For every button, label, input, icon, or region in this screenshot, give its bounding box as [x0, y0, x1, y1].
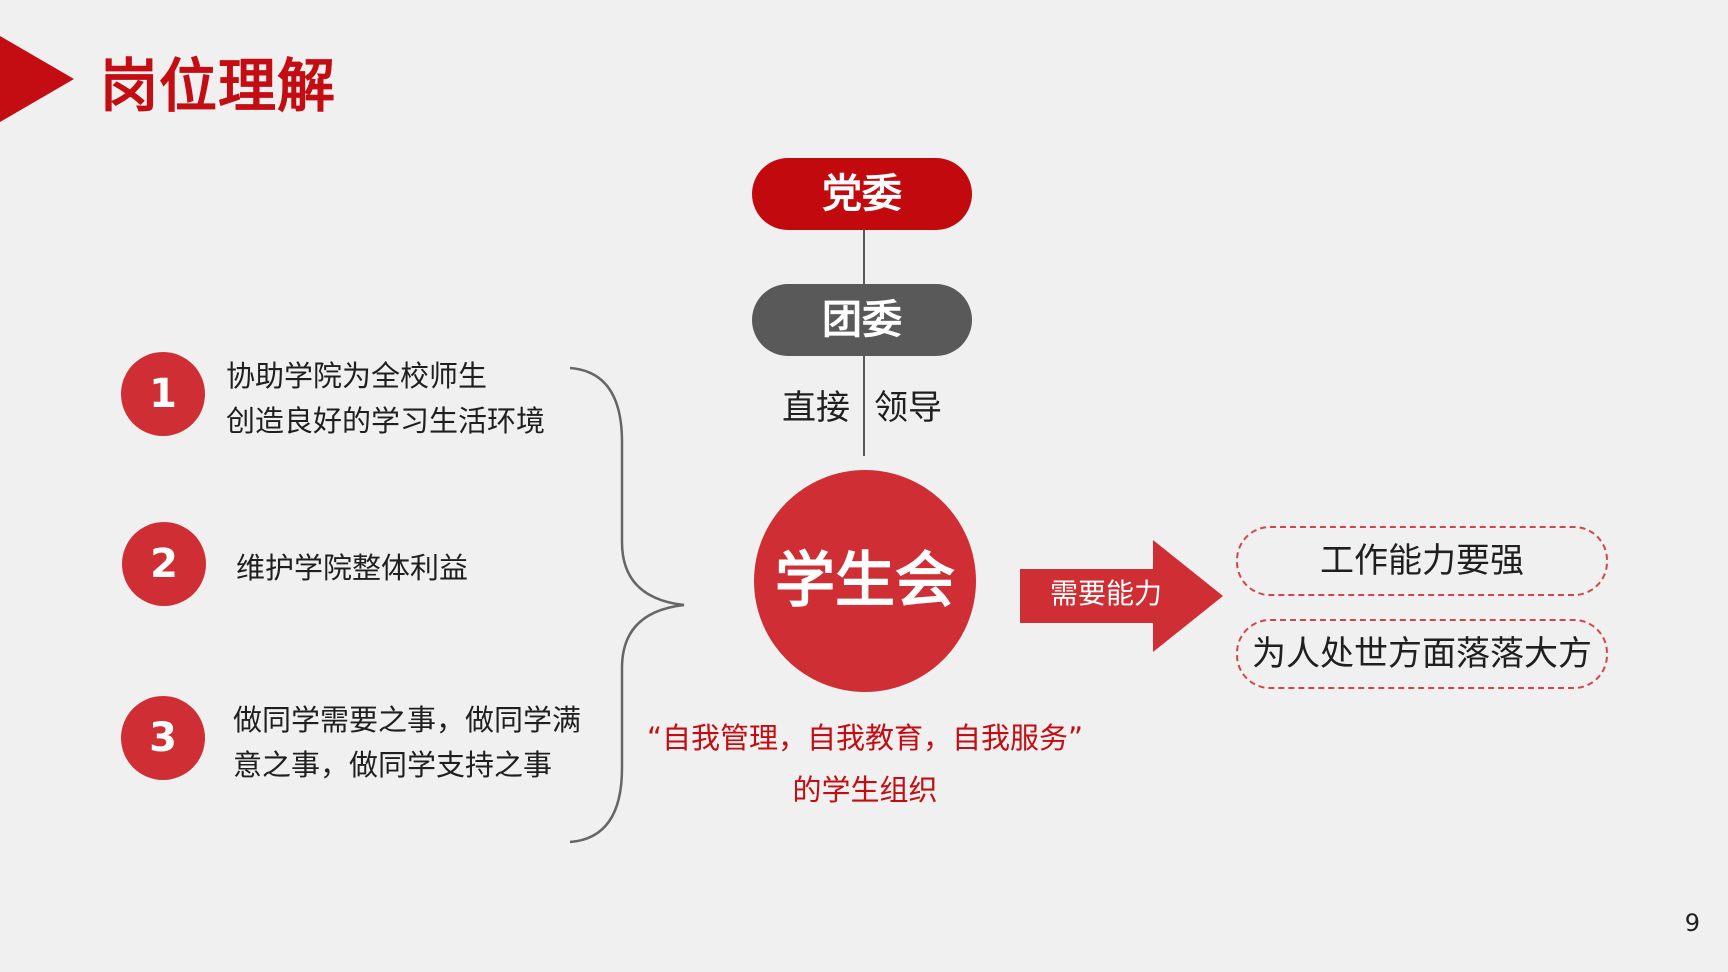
duty-number-3: 3	[121, 696, 205, 780]
duty-text-1: 协助学院为全校师生 创造良好的学习生活环境	[226, 354, 545, 444]
connector-line-bottom	[863, 356, 865, 456]
duty-1-line-2: 创造良好的学习生活环境	[226, 404, 546, 438]
duty-3-line-1: 做同学需要之事，做同学满	[233, 703, 582, 737]
duty-number-2: 2	[122, 522, 206, 606]
page-title: 岗位理解	[100, 52, 337, 120]
ability-item-2: 为人处世方面落落大方	[1236, 619, 1608, 689]
duty-number-1: 1	[121, 352, 205, 436]
party-committee-node: 党委	[752, 158, 972, 230]
lead-label-left: 直接	[782, 388, 850, 428]
title-arrow-icon	[0, 36, 74, 122]
lead-label-right: 领导	[874, 388, 942, 428]
motto-line-1: “自我管理，自我教育，自我服务”	[646, 721, 1084, 755]
duty-3-line-2: 意之事，做同学支持之事	[233, 748, 553, 782]
ability-item-1: 工作能力要强	[1236, 526, 1608, 596]
motto-line-2: 的学生组织	[792, 773, 938, 807]
page-number: 9	[1684, 909, 1700, 937]
duty-2-line-1: 维护学院整体利益	[236, 551, 469, 585]
student-union-circle: 学生会	[754, 470, 976, 692]
duty-1-line-1: 协助学院为全校师生	[226, 359, 488, 393]
connector-line-top	[863, 230, 865, 284]
student-union-motto: “自我管理，自我教育，自我服务” 的学生组织	[620, 712, 1110, 816]
duty-text-2: 维护学院整体利益	[236, 546, 468, 591]
need-ability-arrow-icon	[1020, 540, 1223, 652]
duty-text-3: 做同学需要之事，做同学满 意之事，做同学支持之事	[233, 698, 581, 788]
curly-brace-icon	[569, 366, 685, 844]
youth-league-node: 团委	[752, 284, 972, 356]
need-ability-label: 需要能力	[1050, 577, 1163, 610]
